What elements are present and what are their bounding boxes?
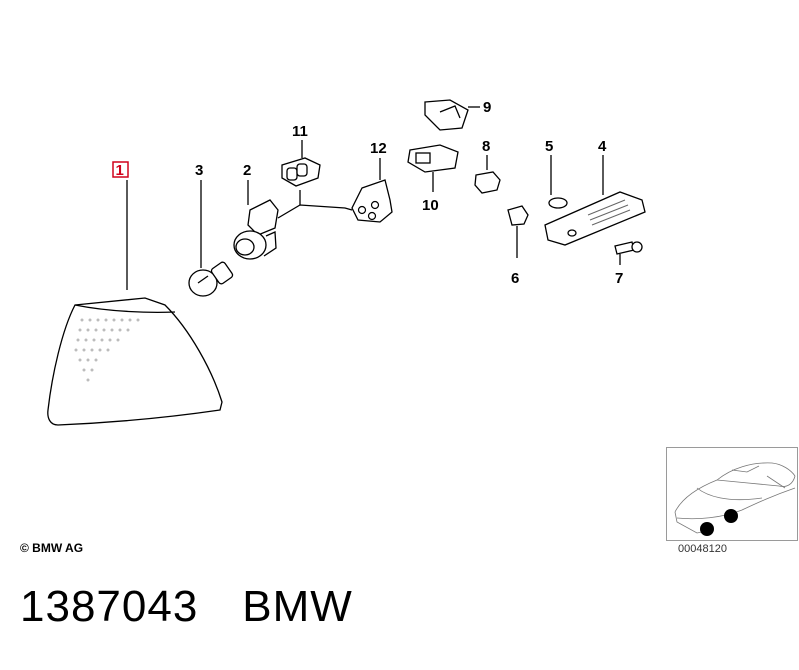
callout-9: 9	[483, 99, 491, 116]
connector-housing[interactable]	[407, 144, 459, 173]
part-number: 1387043	[20, 582, 199, 631]
mounting-clip[interactable]	[507, 205, 529, 226]
turn-signal-lens[interactable]	[47, 297, 223, 426]
bulb[interactable]	[188, 261, 234, 297]
callout-8: 8	[482, 138, 490, 155]
callout-1-highlight	[112, 161, 129, 178]
rubber-cap[interactable]	[474, 171, 501, 194]
callout-12: 12	[370, 140, 387, 157]
callout-3: 3	[195, 162, 203, 179]
callout-4: 4	[598, 138, 607, 155]
screw[interactable]	[614, 241, 643, 255]
callout-7: 7	[615, 270, 623, 287]
brand-name: BMW	[242, 582, 353, 631]
side-marker-light[interactable]	[544, 191, 646, 246]
vehicle-location-inset	[666, 447, 798, 541]
small-connector[interactable]	[281, 157, 321, 187]
part-footer: 1387043 BMW	[20, 582, 353, 632]
side-marker-bulb[interactable]	[548, 197, 568, 209]
location-marker	[700, 522, 714, 536]
callout-10: 10	[422, 197, 439, 214]
top-connector[interactable]	[424, 99, 469, 131]
callout-11: 11	[292, 123, 308, 140]
copyright-notice: © BMW AG	[20, 541, 84, 555]
location-marker	[724, 509, 738, 523]
callout-2: 2	[243, 162, 251, 179]
bulb-socket[interactable]	[233, 199, 279, 260]
inset-reference-id: 00048120	[678, 543, 727, 555]
callout-6: 6	[511, 270, 519, 287]
callout-1: 1	[116, 162, 124, 179]
round-connector[interactable]	[351, 179, 393, 223]
callout-5: 5	[545, 138, 553, 155]
